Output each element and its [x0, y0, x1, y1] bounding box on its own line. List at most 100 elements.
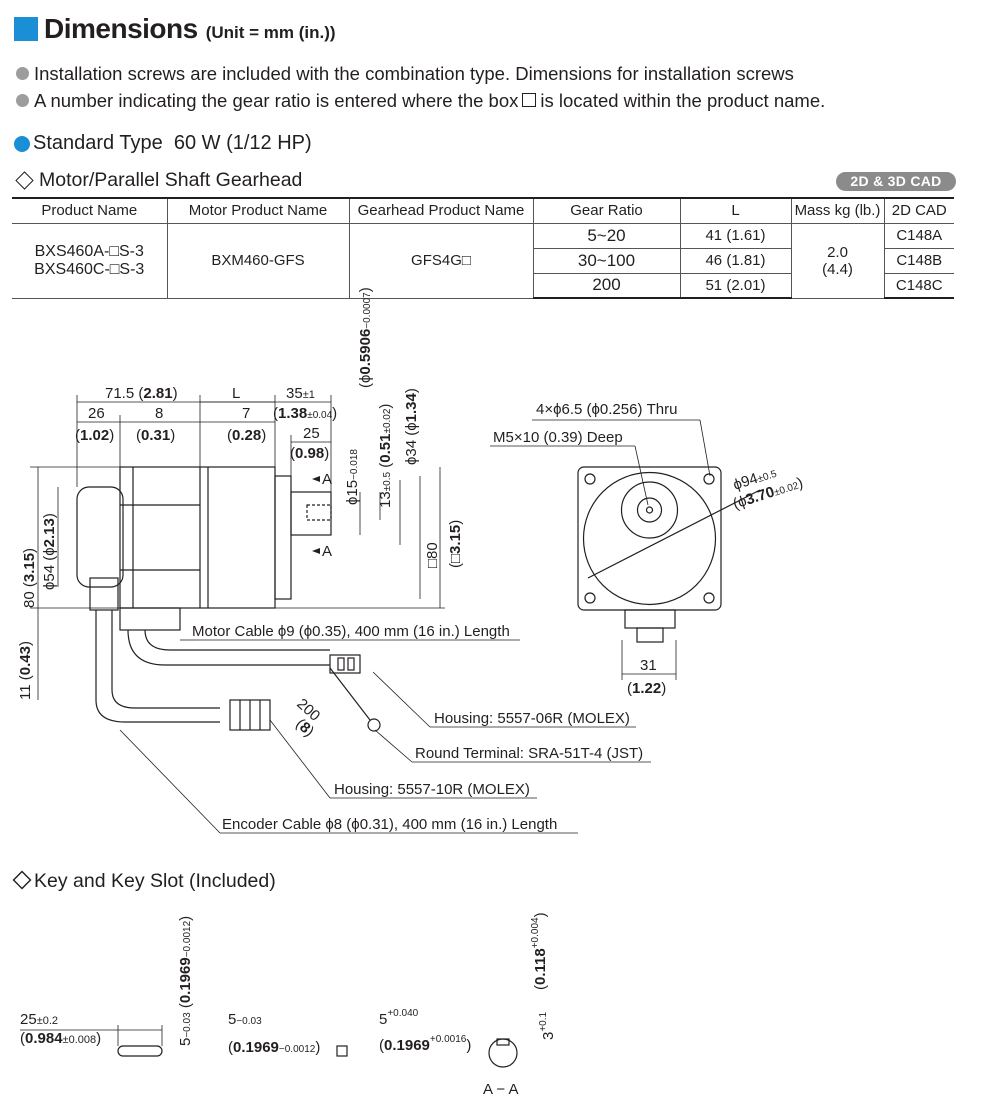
col-header: Product Name [12, 197, 168, 224]
svg-text:5−0.03 (0.1969−0.0012): 5−0.03 (0.1969−0.0012) [177, 916, 194, 1046]
col-header: 2D CAD [883, 197, 954, 224]
length-cell: 51 (2.01) [679, 272, 792, 299]
cad-link[interactable]: C148A [883, 222, 954, 249]
section-arrow-icon [312, 548, 320, 554]
dim-label: 31 [640, 657, 657, 674]
bullet-icon [16, 67, 29, 80]
section-arrow-icon [312, 476, 320, 482]
dim-label: 26 [88, 405, 105, 422]
type-label: Standard Type [33, 132, 163, 154]
mount-hole [584, 592, 596, 604]
svg-text:80 (3.15): 80 (3.15) [21, 548, 38, 608]
cad-download-button[interactable]: 2D & 3D CAD [836, 172, 956, 191]
note-text-post: is located within the product name. [540, 90, 826, 111]
slot-dim: 5+0.040 [379, 1008, 419, 1028]
box-icon [522, 92, 537, 107]
dim-label-phi-inch: (ϕ0.5906−0.0007) [357, 287, 374, 388]
power-label: 60 W (1/12 HP) [173, 132, 312, 154]
col-header: Mass kg (lb.) [790, 197, 885, 224]
title-square-icon [14, 17, 38, 41]
product-name: BXS460A-□S-3 [34, 242, 144, 260]
ratio-cell: 5~20 [532, 222, 681, 249]
dim-label: 35±1 [286, 385, 315, 402]
table-row: BXS460A-□S-3 BXS460C-□S-3 BXM460-GFS GFS… [12, 222, 954, 299]
terminal-wire [329, 667, 371, 721]
svg-text:Key and Key Slot (Included): Key and Key Slot (Included) [34, 870, 276, 892]
key-dim-rot: 5−0.03 (0.1969−0.0012) [177, 916, 194, 1046]
dim-label: (1.38±0.04) [273, 405, 337, 422]
blue-bullet-icon [14, 135, 30, 152]
standard-type-heading: Standard Type 60 W (1/12 HP) [14, 132, 312, 155]
note-item: Installation screws are included with th… [16, 60, 825, 87]
pcd-label: ϕ94±0.5 (ϕ3.70±0.02) [731, 469, 805, 513]
dim-label: (0.31) [136, 427, 175, 444]
subheading: Motor/Parallel Shaft Gearhead [12, 169, 302, 192]
svg-text:ϕ34 (ϕ1.34): ϕ34 (ϕ1.34) [403, 388, 420, 465]
dim-label: (1.02) [75, 427, 114, 444]
connector-block [89, 577, 119, 611]
key-end-view [336, 1045, 348, 1057]
ratio-cell: 200 [533, 272, 681, 299]
mass-lb: (4.4) [822, 260, 853, 278]
note-text: Installation screws are included with th… [34, 63, 794, 84]
motor-body [119, 466, 276, 609]
dim-label-phi34: ϕ34 (ϕ1.34) [403, 388, 420, 465]
dim-label: (0.28) [227, 427, 266, 444]
mount-hole [584, 473, 596, 485]
dim-label-phi15: ϕ15−0.018 [344, 449, 361, 505]
dim-label: (1.22) [627, 680, 666, 697]
key-dim: (0.984±0.008) [20, 1030, 101, 1047]
mount-hole [703, 592, 715, 604]
section-aa-label: A − A [483, 1081, 518, 1098]
mass-cell: 2.0 (4.4) [790, 222, 885, 299]
dim-label: 7 [242, 405, 250, 422]
motor-cable-label: Motor Cable ϕ9 (ϕ0.35), 400 mm (16 in.) … [192, 623, 510, 640]
col-header: Gear Ratio [532, 197, 681, 224]
round-terminal-label: Round Terminal: SRA-51T-4 (JST) [415, 745, 643, 762]
key-side-view [117, 1045, 163, 1057]
output-shaft [290, 491, 332, 536]
dim-label-phi54: ϕ54 (ϕ2.13) [41, 513, 58, 590]
cad-link[interactable]: C148C [883, 272, 954, 299]
product-name-cell: BXS460A-□S-3 BXS460C-□S-3 [12, 222, 168, 299]
dim-label-sq3: (□3.15) [447, 520, 464, 568]
section-marker: A [322, 471, 332, 488]
cad-link[interactable]: C148B [883, 247, 954, 274]
section-marker: A [322, 543, 332, 560]
dim-label-80: 80 (3.15) [21, 548, 38, 608]
key-dim: 5−0.03 [228, 1011, 262, 1028]
svg-text:13±0.5 (0.51±0.02): 13±0.5 (0.51±0.02) [377, 404, 394, 508]
spec-table: Product Name Motor Product Name Gearhead… [12, 197, 954, 299]
tap-label: M5×10 (0.39) Deep [493, 429, 623, 446]
table-row: 30~100 46 (1.81) C148B [12, 247, 954, 274]
col-header: L [679, 197, 792, 224]
key-heading: Key and Key Slot (Included) [12, 870, 276, 892]
cable-exit [119, 607, 181, 631]
pilot-circle [582, 471, 717, 606]
housing-06r-icon [329, 654, 361, 674]
dim-label: 71.5 (2.81) [105, 385, 178, 402]
svg-text:ϕ54 (ϕ2.13): ϕ54 (ϕ2.13) [41, 513, 58, 590]
diamond-icon [12, 870, 32, 890]
round-terminal-icon [367, 718, 381, 732]
dim-label: 8 [155, 405, 163, 422]
shaft-section [488, 1038, 518, 1068]
housing-10r-label: Housing: 5557-10R (MOLEX) [334, 781, 530, 798]
shaft-end-circle [636, 497, 663, 523]
gearhead-cell: GFS4G□ [348, 222, 534, 299]
svg-text:ϕ15−0.018: ϕ15−0.018 [344, 449, 361, 505]
key-slot [306, 504, 332, 521]
slot-dim: (0.1969+0.0016) [379, 1034, 471, 1054]
encoder-cable [95, 610, 220, 723]
mount-hole [703, 473, 715, 485]
encoder-cable-label: Encoder Cable ϕ8 (ϕ0.31), 400 mm (16 in.… [222, 816, 557, 833]
dim-label-11: 11 (0.43) [17, 641, 34, 700]
dim-label: (0.98) [290, 445, 329, 462]
motor-cell: BXM460-GFS [166, 222, 350, 299]
table-row: 200 51 (2.01) C148C [12, 272, 954, 299]
note-item: A number indicating the gear ratio is en… [16, 87, 825, 114]
bullet-icon [16, 94, 29, 107]
note-text-pre: A number indicating the gear ratio is en… [34, 90, 519, 111]
slot-depth-dim: 3+0.1 [538, 1011, 557, 1040]
